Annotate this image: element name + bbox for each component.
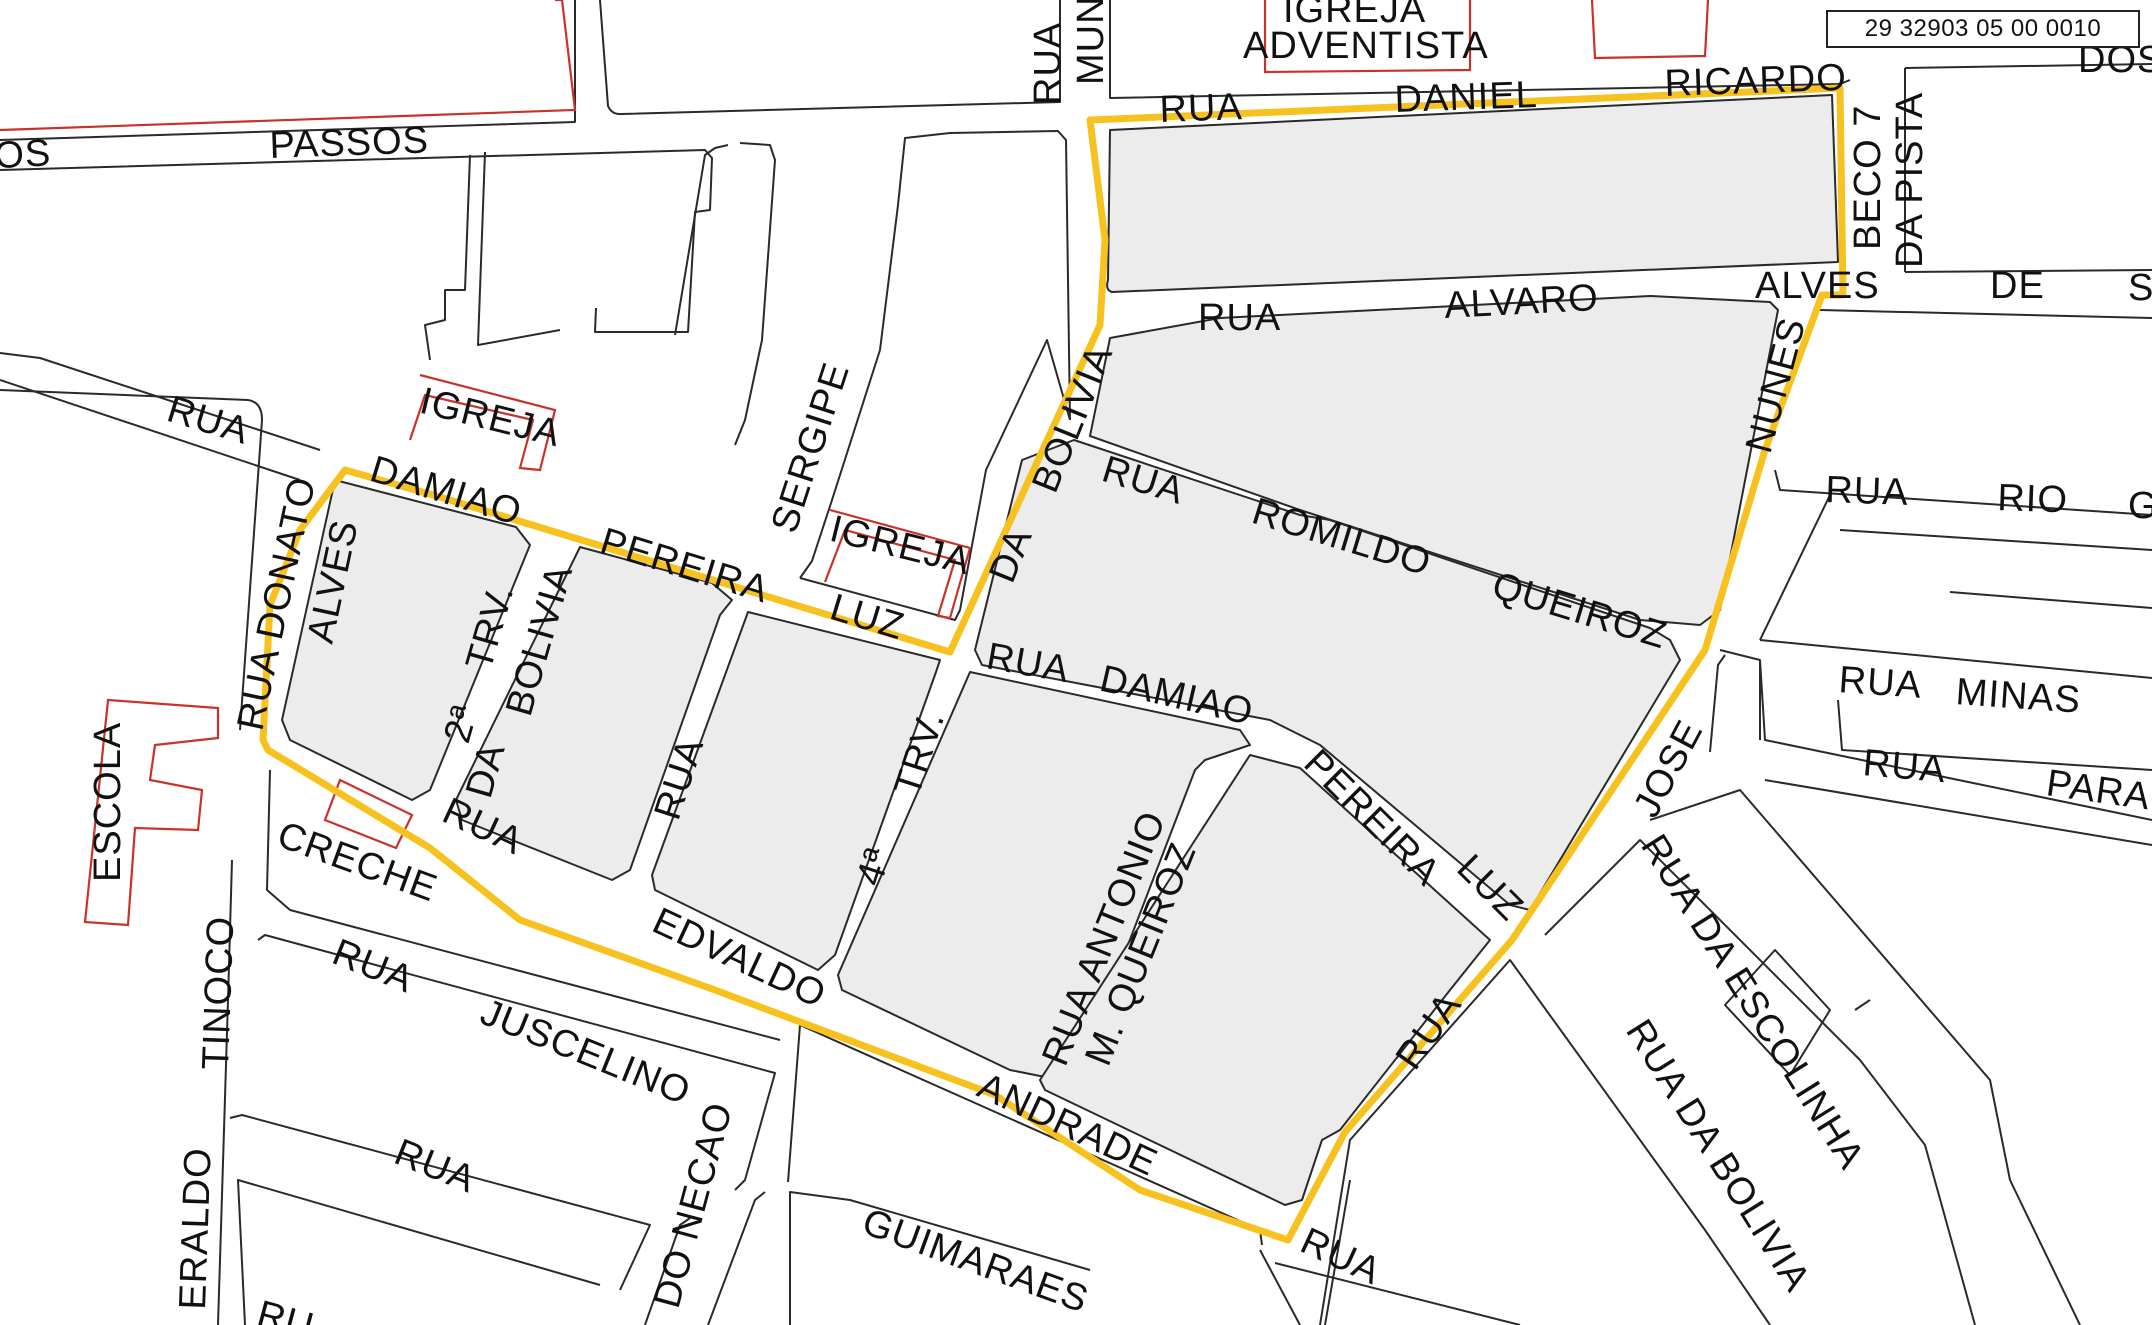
sector-code: 29 32903 05 00 0010 xyxy=(1826,10,2140,48)
road-edge xyxy=(1759,639,2152,679)
label-beco-7: DA PISTA xyxy=(1889,92,1931,268)
label-rua-mun: RUA xyxy=(1027,22,1069,105)
road-edge xyxy=(789,1191,1091,1325)
label-rua-alvaro: RUA xyxy=(1198,297,1281,339)
road-edge xyxy=(1839,529,2152,551)
road-edge xyxy=(0,379,301,481)
road-edge xyxy=(1854,999,1871,1011)
label-igreja: IGREJA xyxy=(826,508,975,583)
road-edge xyxy=(734,142,776,446)
road-edge xyxy=(0,0,576,141)
church-outline xyxy=(823,508,972,620)
label-ru: RU xyxy=(253,1293,319,1325)
road-edge xyxy=(1904,269,2152,273)
label-rua-rio: RUA xyxy=(1825,469,1910,514)
road-edge xyxy=(1819,309,2152,319)
label-rua-para: PARA xyxy=(2044,762,2152,818)
label-rua-daniel-ricardo: RICARDO xyxy=(1664,57,1848,105)
road-edge xyxy=(1324,1179,1351,1325)
road-edge xyxy=(229,1114,651,1291)
road-edge xyxy=(1544,839,1976,1325)
road-edge xyxy=(1949,591,2152,609)
label-alves-de: ALVES xyxy=(1755,265,1880,307)
road-edge xyxy=(266,769,781,1041)
road-edge xyxy=(217,859,233,1325)
block xyxy=(651,611,941,971)
church-adventista-outline xyxy=(1590,0,1710,60)
block xyxy=(281,479,531,801)
sector-blocks xyxy=(281,94,1839,1206)
label-os: OS xyxy=(0,132,52,177)
road-edge xyxy=(1719,649,2152,821)
label-igreja-adventista: IGREJA xyxy=(1283,0,1426,31)
road-edge xyxy=(257,934,776,1191)
label-rua-juscelino: RUA xyxy=(327,931,420,1001)
road-edge xyxy=(1904,63,2152,69)
label-rua-daniel-ricardo: DANIEL xyxy=(1394,74,1539,121)
block xyxy=(1089,295,1779,626)
road-edge xyxy=(674,144,729,336)
label-rua-rio: G xyxy=(2128,485,2152,527)
label-eraldo: ERALDO xyxy=(172,1147,220,1311)
label-do-necao: DO NECAO xyxy=(646,1098,741,1312)
label-creche: CRECHE xyxy=(272,814,443,910)
label-rua-daniel-ricardo: RUA xyxy=(1159,86,1244,131)
label-rua-damiao-top: RUA xyxy=(162,388,254,453)
road-edge xyxy=(1319,959,1771,1325)
road-edge xyxy=(1649,789,2081,1325)
block xyxy=(455,546,733,881)
label-rua-mun: MUN xyxy=(1070,0,1112,85)
road-edge xyxy=(237,1179,601,1325)
road-edge xyxy=(1274,1262,1521,1325)
label-beco-7: BECO 7 xyxy=(1847,105,1889,250)
label-alves-de: DE xyxy=(1990,265,2045,307)
block xyxy=(974,439,1681,911)
road-edge xyxy=(0,389,263,731)
label-passos: PASSOS xyxy=(269,119,430,167)
road-edge xyxy=(1709,654,1726,753)
label-escola: ESCOLA xyxy=(87,722,129,882)
road-edge xyxy=(0,352,321,451)
label-tinoco: TINOCO xyxy=(195,915,242,1070)
road-edge xyxy=(1259,1249,1301,1325)
road-edge xyxy=(799,130,1071,579)
road-edge xyxy=(424,154,471,361)
road-edge xyxy=(644,1217,691,1325)
label-rua-da-escolinha: RUA DA ESCOLINHA xyxy=(1632,828,1872,1177)
school-outline xyxy=(83,698,220,927)
census-sector-boundary xyxy=(259,84,1847,1244)
church-outline xyxy=(408,373,557,472)
road-edge xyxy=(477,151,561,346)
label-igreja: IGREJA xyxy=(416,380,565,455)
road-edge xyxy=(599,0,1061,116)
block xyxy=(1106,94,1839,293)
label-rua-para: RUA xyxy=(1861,742,1948,791)
label-rua-rio: RIO xyxy=(1997,477,2069,521)
road-edge xyxy=(1724,949,1831,1076)
building-outline xyxy=(1263,0,1472,74)
label-rua-minas: RUA xyxy=(1837,659,1923,707)
label-rua-alvaro: ALVARO xyxy=(1443,277,1600,327)
road-edge xyxy=(799,339,1071,621)
label-rua-guimaraes: RUA xyxy=(389,1131,482,1201)
label-alves-de: S xyxy=(2128,267,2152,309)
road-edge xyxy=(1764,779,2152,846)
road-edge xyxy=(0,149,713,333)
road-edge xyxy=(1837,699,2152,771)
road-edge xyxy=(1109,0,1851,99)
creche-outline xyxy=(323,778,414,850)
buildings xyxy=(0,0,1710,927)
label-rua-minas: MINAS xyxy=(1954,671,2082,722)
road-edge xyxy=(707,1191,766,1325)
building-outline xyxy=(0,0,577,132)
road-edge xyxy=(1774,469,2152,516)
road-edge xyxy=(1759,494,1831,641)
road-edge xyxy=(787,1024,1263,1246)
label-igreja-adventista: ADVENTISTA xyxy=(1243,25,1489,67)
block xyxy=(1039,754,1491,1206)
